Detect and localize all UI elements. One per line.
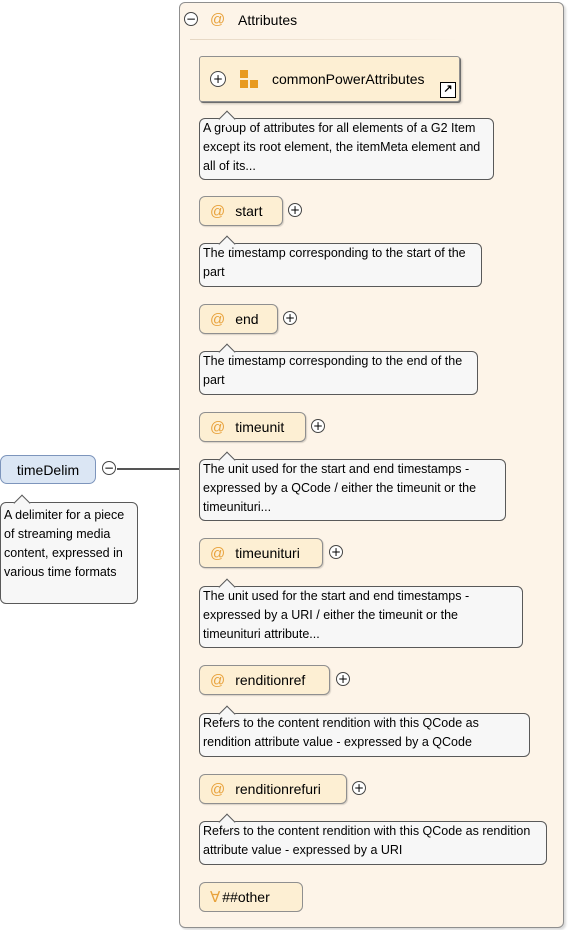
attribute-label: renditionrefuri bbox=[235, 781, 321, 797]
attribute-description-start: The timestamp corresponding to the start… bbox=[199, 235, 482, 287]
expand-toggle-renditionrefuri[interactable]: + bbox=[352, 781, 366, 795]
collapse-toggle-root[interactable]: − bbox=[102, 461, 116, 475]
attribute-at-icon: @ bbox=[210, 671, 226, 689]
collapse-toggle-attributes[interactable]: − bbox=[184, 12, 198, 26]
attribute-timeunit[interactable]: @ timeunit bbox=[199, 412, 306, 442]
attribute-group-icon bbox=[238, 68, 260, 90]
attribute-at-icon: @ bbox=[210, 11, 226, 28]
attribute-at-icon: @ bbox=[210, 544, 226, 562]
attribute-group-ref-label: commonPowerAttributes bbox=[272, 71, 425, 87]
any-attribute-other[interactable]: ∀ ##other bbox=[199, 882, 303, 912]
attribute-timeunituri[interactable]: @ timeunituri bbox=[199, 538, 323, 568]
attribute-at-icon: @ bbox=[210, 310, 226, 328]
attribute-description-renditionref: Refers to the content rendition with thi… bbox=[199, 705, 530, 757]
expand-toggle-timeunituri[interactable]: + bbox=[329, 545, 343, 559]
attribute-description-end: The timestamp corresponding to the end o… bbox=[199, 343, 478, 395]
root-element-timeDelim[interactable]: timeDelim bbox=[0, 455, 96, 484]
expand-toggle-start[interactable]: + bbox=[288, 203, 302, 217]
attribute-description-timeunit: The unit used for the start and end time… bbox=[199, 451, 506, 521]
attribute-label: timeunit bbox=[235, 419, 285, 435]
attribute-renditionref[interactable]: @ renditionref bbox=[199, 665, 330, 695]
any-attribute-icon: ∀ bbox=[210, 888, 221, 906]
root-element-label: timeDelim bbox=[16, 461, 80, 478]
attribute-group-ref-commonPowerAttributes[interactable]: + commonPowerAttributes ↗ bbox=[199, 56, 460, 102]
connector-line bbox=[117, 468, 179, 470]
attribute-label: end bbox=[235, 311, 259, 327]
expand-toggle-commonPowerAttributes[interactable]: + bbox=[210, 71, 226, 87]
attribute-at-icon: @ bbox=[210, 202, 226, 220]
attribute-start[interactable]: @ start bbox=[199, 196, 283, 226]
attribute-group-ref-description: A group of attributes for all elements o… bbox=[199, 110, 494, 180]
root-description: A delimiter for a piece of streaming med… bbox=[0, 494, 138, 604]
attributes-title: Attributes bbox=[238, 12, 298, 28]
attribute-label: renditionref bbox=[235, 672, 306, 688]
attribute-at-icon: @ bbox=[210, 780, 226, 798]
attribute-at-icon: @ bbox=[210, 418, 226, 436]
attribute-renditionrefuri[interactable]: @ renditionrefuri bbox=[199, 774, 347, 804]
title-divider bbox=[190, 39, 460, 40]
expand-toggle-renditionref[interactable]: + bbox=[336, 672, 350, 686]
attribute-label: start bbox=[235, 203, 263, 219]
attribute-label: timeunituri bbox=[235, 545, 300, 561]
attribute-end[interactable]: @ end bbox=[199, 304, 278, 334]
expand-toggle-end[interactable]: + bbox=[283, 311, 297, 325]
attribute-description-timeunituri: The unit used for the start and end time… bbox=[199, 578, 523, 648]
expand-toggle-timeunit[interactable]: + bbox=[311, 419, 325, 433]
attribute-description-renditionrefuri: Refers to the content rendition with thi… bbox=[199, 813, 547, 865]
shortcut-arrow-icon: ↗ bbox=[440, 82, 456, 98]
any-attribute-label: ##other bbox=[222, 889, 270, 905]
